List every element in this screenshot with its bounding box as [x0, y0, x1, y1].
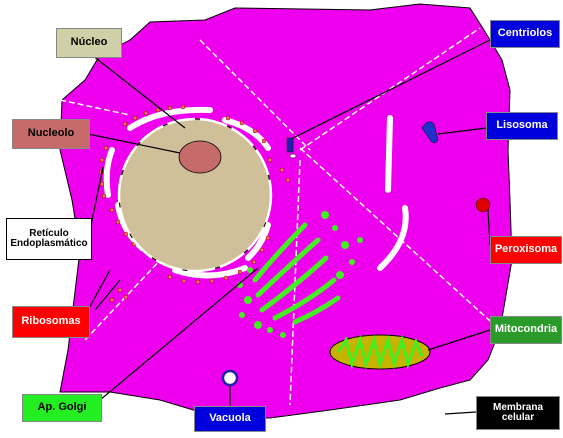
ribosome-dot: [226, 116, 230, 120]
centriole-2: [290, 154, 296, 158]
golgi-vesicle: [267, 327, 273, 333]
ribosome-dot: [144, 111, 148, 115]
ribosome-dot: [196, 280, 200, 284]
ribosome-dot: [181, 105, 185, 109]
ribosome-dot: [266, 236, 270, 240]
ribosome-dot: [124, 295, 128, 299]
label-ribosomas: Ribosomas: [12, 306, 90, 338]
label-nucleolo: Nucleolo: [12, 119, 90, 149]
label-reticulo: Retículo Endoplasmático: [6, 218, 92, 260]
label-centriolos: Centriolos: [490, 20, 560, 48]
ribosome-dot: [240, 121, 244, 125]
ribosome-dot: [238, 270, 242, 274]
golgi-vesicle: [357, 237, 363, 243]
nucleolus: [179, 141, 221, 173]
ribosome-dot: [104, 146, 108, 150]
ribosome-dot: [116, 220, 120, 224]
label-lisosoma: Lisosoma: [486, 112, 558, 140]
ribosome-dot: [260, 248, 264, 252]
label-nucleo: Núcleo: [56, 28, 122, 58]
label-mitocondria: Mitocondria: [490, 316, 562, 344]
golgi-vesicle: [244, 296, 252, 304]
ribosome-dot: [253, 129, 257, 133]
ribosome-dot: [262, 139, 266, 143]
golgi-vesicle: [341, 241, 349, 249]
ribosome-dot: [252, 260, 256, 264]
ribosome-dot: [102, 194, 106, 198]
ribosome-dot: [123, 122, 127, 126]
ribosome-dot: [286, 178, 290, 182]
ribosome-dot: [210, 279, 214, 283]
golgi-vesicle: [239, 312, 245, 318]
ribosome-dot: [280, 168, 284, 172]
ribosome-dot: [100, 158, 104, 162]
golgi-vesicle: [332, 225, 338, 231]
label-vacuola: Vacuola: [194, 406, 266, 432]
peroxisome: [476, 198, 490, 212]
golgi-vesicle: [336, 271, 344, 279]
ribosome-dot: [168, 106, 172, 110]
ribosome-dot: [124, 232, 128, 236]
ribosome-dot: [118, 288, 122, 292]
centriole: [287, 138, 293, 152]
vacuole: [223, 371, 237, 385]
ribosome-dot: [224, 276, 228, 280]
label-peroxisoma: Peroxisoma: [490, 236, 562, 264]
label-golgi: Ap. Golgi: [22, 394, 102, 422]
golgi-vesicle: [321, 211, 329, 219]
ribosome-dot: [100, 182, 104, 186]
membrane-outline: [385, 406, 445, 422]
label-membrana: Membrana celular: [476, 396, 560, 430]
golgi-vesicle: [247, 267, 253, 273]
ribosome-dot: [182, 279, 186, 283]
ribosome-dot: [110, 298, 114, 302]
ribosome-dot: [168, 275, 172, 279]
ribosome-dot: [268, 158, 272, 162]
golgi-vesicle: [254, 321, 262, 329]
ribosome-dot: [110, 208, 114, 212]
golgi-vesicle: [280, 332, 286, 338]
golgi-vesicle: [349, 259, 355, 265]
ribosome-dot: [133, 116, 137, 120]
